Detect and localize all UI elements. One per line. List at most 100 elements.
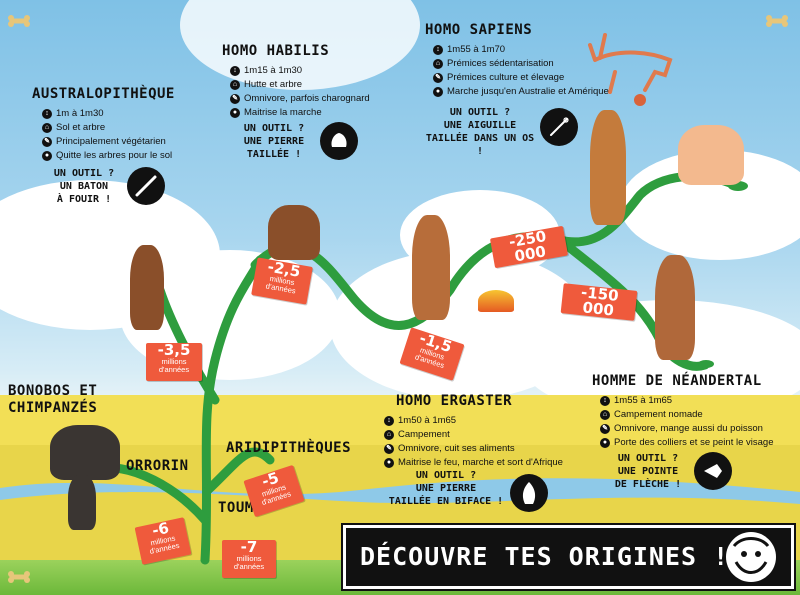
tool-answer-line: taillée en biface !: [388, 496, 504, 507]
fact-text: Omnivore, cuit ses aliments: [398, 443, 515, 454]
date-tag: -3,5 millions d'années: [146, 343, 202, 381]
sapiens-block: Homo sapiens ↕ 1m55 à 1m70 ⌂ Prémices séde…: [425, 22, 615, 99]
height-icon: ↕: [433, 45, 443, 55]
species-facts: ↕ 1m50 à 1m65 ⌂ Campement ✎ Omnivore, cuit …: [384, 414, 586, 470]
tool-answer-line: taillée dans un os !: [425, 133, 535, 157]
tool-question: Un outil ? Une aiguille taillée dans un …: [425, 106, 535, 158]
fire-illustration: [478, 290, 514, 312]
australopitheque-block: Australopithèque ↕ 1m à 1m30 ⌂ Sol et arbr…: [32, 86, 212, 163]
fact-text: Porte des colliers et se peint le visage: [614, 437, 774, 448]
fact-text: 1m15 à 1m30: [244, 65, 303, 76]
biface-icon: [510, 474, 548, 512]
date-value: -3,5: [157, 341, 191, 359]
river: [0, 478, 800, 504]
tool-question: Un outil ? Une pointe de flèche !: [604, 452, 692, 491]
tool-answer-line: Une aiguille: [443, 120, 517, 131]
species-title: Homme de Néandertal: [592, 373, 762, 389]
fact-text: Quitte les arbres pour le sol: [56, 150, 173, 161]
fact-text: Principalement végétarien: [56, 136, 166, 147]
species-title: Homo ergaster: [396, 393, 513, 409]
habitat-icon: ⌂: [384, 430, 394, 440]
footprint-icon: ●: [433, 87, 443, 97]
footprint-icon: ●: [230, 108, 240, 118]
height-icon: ↕: [600, 396, 610, 406]
fact-text: 1m55 à 1m70: [447, 44, 506, 55]
chimpanzee-illustration: [50, 425, 120, 480]
fact-text: 1m50 à 1m65: [398, 415, 457, 426]
tool-question-text: Un outil ?: [53, 168, 115, 179]
date-unit: millions d'années: [233, 554, 265, 571]
arrowhead-icon: [694, 452, 732, 490]
tool-question: Un outil ? Un baton à fouir !: [40, 167, 128, 206]
habilis-illustration: [268, 205, 320, 260]
date-unit: millions d'années: [158, 357, 190, 374]
neandertal-illustration: [655, 255, 695, 360]
fact-text: Omnivore, mange aussi du poisson: [614, 423, 763, 434]
fact-text: 1m à 1m30: [56, 108, 104, 119]
fact-text: Marche jusqu'en Australie et Amérique: [447, 86, 609, 97]
species-facts: ↕ 1m à 1m30 ⌂ Sol et arbre ✎ Principalement…: [42, 107, 212, 163]
bone-icon: [8, 571, 30, 583]
tool-answer-line: Une pierre: [415, 483, 477, 494]
food-icon: ✎: [230, 94, 240, 104]
food-icon: ✎: [433, 73, 443, 83]
habitat-icon: ⌂: [230, 80, 240, 90]
tool-answer-line: de flèche !: [614, 479, 682, 490]
height-icon: ↕: [384, 416, 394, 426]
species-facts: ↕ 1m55 à 1m65 ⌂ Campement nomade ✎ Omnivore…: [600, 394, 792, 450]
habitat-icon: ⌂: [433, 59, 443, 69]
fact-text: Sol et arbre: [56, 122, 106, 133]
footprint-icon: ●: [600, 438, 610, 448]
orrorin-label: Orrorin: [126, 458, 189, 474]
fact-text: Maitrise la marche: [244, 107, 322, 118]
food-icon: ✎: [42, 137, 52, 147]
stone-icon: [320, 122, 358, 160]
food-icon: ✎: [384, 444, 394, 454]
height-icon: ↕: [230, 66, 240, 76]
ergaster-block: Homo ergaster ↕ 1m50 à 1m65 ⌂ Campement ✎ O…: [384, 393, 586, 470]
fact-text: Hutte et arbre: [244, 79, 303, 90]
aridipitheques-label: Aridipithèques: [226, 440, 352, 456]
tool-answer-line: Un baton: [59, 181, 109, 192]
caveman-face-icon: [726, 532, 776, 582]
title-banner: Découvre tes origines !: [341, 523, 796, 591]
footprint-icon: ●: [384, 458, 394, 468]
tool-answer-line: taillée !: [246, 149, 302, 160]
needle-icon: [540, 108, 578, 146]
cave-painting-illustration: [588, 33, 673, 106]
fact-text: 1m55 à 1m65: [614, 395, 673, 406]
tool-question: Un outil ? Une pierre taillée en biface …: [384, 469, 508, 508]
bonobos-label: Bonobos et chimpanzés: [8, 383, 98, 416]
species-facts: ↕ 1m15 à 1m30 ⌂ Hutte et arbre ✎ Omnivore, …: [230, 64, 402, 120]
height-icon: ↕: [42, 109, 52, 119]
species-facts: ↕ 1m55 à 1m70 ⌂ Prémices sédentarisation ✎…: [433, 43, 615, 99]
habitat-icon: ⌂: [600, 410, 610, 420]
bone-icon: [766, 15, 788, 27]
fact-text: Campement: [398, 429, 450, 440]
bone-icon: [8, 15, 30, 27]
habilis-block: Homo habilis ↕ 1m15 à 1m30 ⌂ Hutte et arbr…: [222, 43, 402, 120]
fact-text: Campement nomade: [614, 409, 703, 420]
food-icon: ✎: [600, 424, 610, 434]
tool-question: Un outil ? Une pierre taillée !: [232, 122, 316, 161]
habitat-icon: ⌂: [42, 123, 52, 133]
fact-text: Omnivore, parfois charognard: [244, 93, 370, 104]
fact-text: Prémices culture et élevage: [447, 72, 565, 83]
species-title: Homo sapiens: [425, 22, 533, 38]
date-value: -7: [240, 538, 258, 556]
sapiens-illustration: [590, 110, 626, 225]
species-title: Australopithèque: [32, 86, 175, 102]
tool-question-text: Un outil ?: [415, 470, 477, 481]
ergaster-illustration: [412, 215, 450, 320]
species-title: Homo habilis: [222, 43, 330, 59]
tool-question-text: Un outil ?: [617, 453, 679, 464]
banner-title: Découvre tes origines !: [360, 542, 730, 571]
gibbon-illustration: [68, 475, 96, 530]
tool-answer-line: Une pierre: [243, 136, 305, 147]
tool-question-text: Un outil ?: [449, 107, 511, 118]
neandertal-block: Homme de Néandertal ↕ 1m55 à 1m65 ⌂ Campem…: [592, 373, 792, 450]
australopithecus-illustration: [130, 245, 164, 330]
fact-text: Prémices sédentarisation: [447, 58, 554, 69]
tool-answer-line: à fouir !: [56, 194, 112, 205]
stick-icon: [127, 167, 165, 205]
